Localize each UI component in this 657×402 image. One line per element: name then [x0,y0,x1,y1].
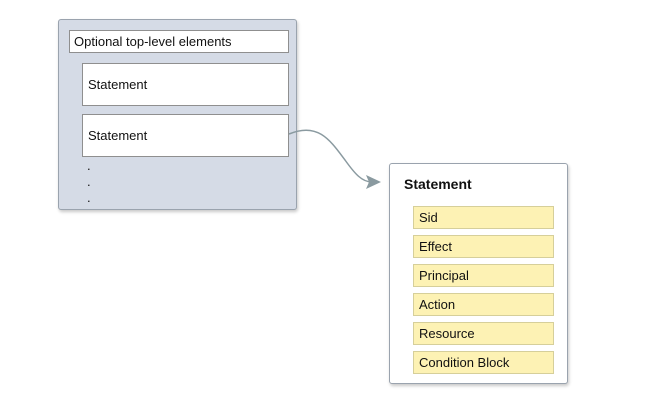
statement-detail-box: Statement Sid Effect Principal Action Re… [389,163,568,384]
continuation-dots: . . . [87,158,95,206]
connector-curve [288,129,373,183]
optional-top-level-elements: Optional top-level elements [69,30,289,53]
statement-detail-title: Statement [404,176,472,192]
field-sid: Sid [413,206,554,229]
dot: . [87,190,91,205]
field-condition-block: Condition Block [413,351,554,374]
arrow-head [366,175,381,189]
statement-box-2: Statement [82,114,289,157]
policy-document-box: Optional top-level elements Statement St… [58,19,297,210]
dot: . [87,158,91,173]
dot: . [87,174,91,189]
statement-box-1: Statement [82,63,289,106]
field-action: Action [413,293,554,316]
field-principal: Principal [413,264,554,287]
field-resource: Resource [413,322,554,345]
field-effect: Effect [413,235,554,258]
